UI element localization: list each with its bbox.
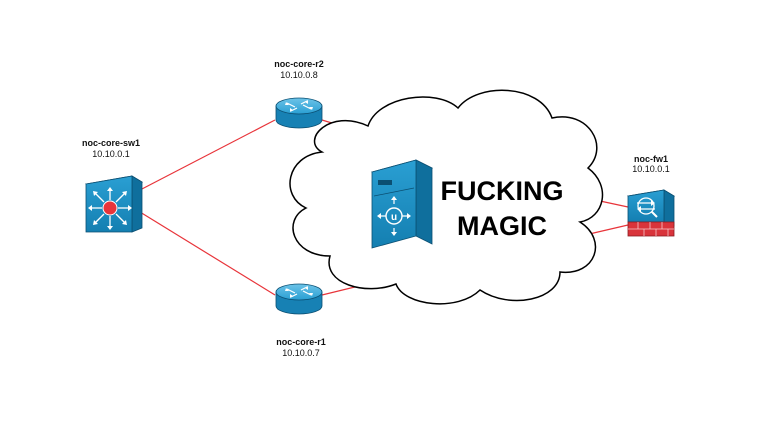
cloud-shape (289, 89, 604, 305)
cloud-title-line2: MAGIC (457, 211, 547, 241)
sw1-name: noc-core-sw1 (82, 138, 140, 148)
link-sw1-r1 (139, 211, 276, 296)
r1-ip: 10.10.0.7 (282, 348, 320, 358)
cloud: u FUCKING MAGIC (289, 89, 604, 305)
router-icon (275, 283, 323, 315)
unified-server-icon: u (370, 159, 434, 249)
svg-text:u: u (391, 212, 397, 223)
r1-name: noc-core-r1 (276, 337, 326, 347)
router-icon (275, 97, 323, 129)
router-r2[interactable]: noc-core-r2 10.10.0.8 (274, 59, 324, 129)
layer3-switch-icon (84, 175, 144, 233)
switch-sw1[interactable]: noc-core-sw1 10.10.0.1 (82, 138, 144, 233)
fw1-ip: 10.10.0.1 (632, 164, 670, 174)
r2-name: noc-core-r2 (274, 59, 324, 69)
fw1-name: noc-fw1 (634, 154, 668, 164)
r2-ip: 10.10.0.8 (280, 70, 318, 80)
link-sw1-r2 (139, 119, 276, 191)
firewall-fw1[interactable]: noc-fw1 10.10.0.1 (626, 154, 676, 237)
cloud-title-line1: FUCKING (441, 176, 564, 206)
router-r1[interactable]: noc-core-r1 10.10.0.7 (275, 283, 326, 358)
firewall-icon (626, 189, 676, 237)
sw1-ip: 10.10.0.1 (92, 149, 130, 159)
